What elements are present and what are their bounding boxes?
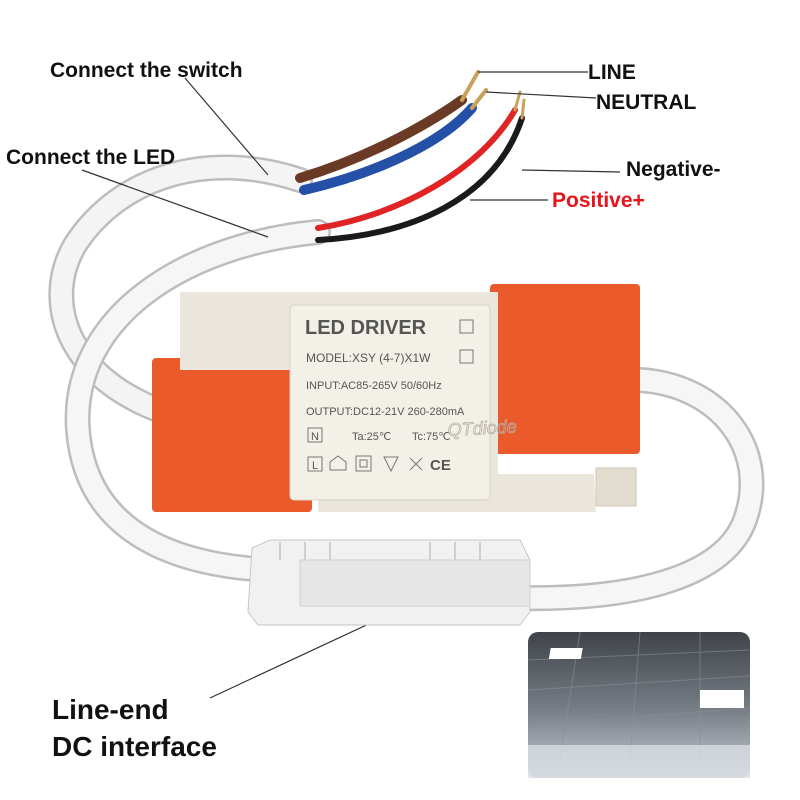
ta-text: Ta:25℃: [352, 431, 391, 443]
white-cables: [48, 154, 765, 612]
red-wire-tip: [513, 90, 522, 112]
symbol-n-box: [307, 427, 323, 443]
f-triangle-icon: [383, 456, 399, 473]
brown-wire: [295, 95, 467, 183]
blue-wire: [299, 103, 477, 195]
black-wire-tip: [520, 98, 526, 120]
blue-wire-tip: [470, 88, 488, 110]
house-icon: [329, 455, 347, 471]
neutral-label: NEUTRAL: [596, 91, 697, 114]
tc-text: Tc:75℃: [412, 431, 451, 443]
dc-connector: [247, 539, 531, 626]
label-panel: [289, 304, 491, 501]
bin-icon: [409, 457, 423, 471]
panel-light-3: [700, 690, 744, 708]
symbol-l-box: [307, 456, 323, 472]
black-wire: [315, 115, 525, 243]
positive-label: Positive+: [552, 189, 645, 212]
double-square-icon: [355, 455, 372, 472]
driver-title: LED DRIVER: [305, 317, 427, 339]
plus-icon: [459, 319, 474, 334]
line-end-label: Line-end: [52, 694, 169, 725]
symbol-n: N: [311, 431, 319, 443]
watermark: QTdiode: [447, 416, 517, 440]
minus-icon: [459, 349, 474, 364]
negative-label: Negative-: [626, 158, 721, 181]
ce-mark: CE: [430, 457, 451, 474]
model-text: MODEL:XSY (4-7)X1W: [306, 351, 431, 365]
ceiling-light-inset: [315, 631, 751, 778]
connect-led-label: Connect the LED: [6, 146, 176, 169]
housing-end-left: [152, 358, 312, 512]
red-wire: [315, 107, 518, 231]
panel-light-4: [315, 710, 372, 728]
mounting-tab-right: [595, 467, 637, 507]
input-text: INPUT:AC85-265V 50/60Hz: [306, 380, 442, 392]
connect-switch-label: Connect the switch: [50, 59, 243, 82]
output-text: OUTPUT:DC12-21V 260-280mA: [306, 406, 465, 418]
line-label: LINE: [588, 61, 636, 84]
exposed-wires: [295, 70, 526, 243]
housing-end-right: [490, 284, 640, 454]
driver-label-text: LED DRIVER MODEL:XSY (4-7)X1W INPUT:AC85…: [305, 317, 474, 474]
panel-light-1: [383, 663, 428, 677]
panel-light-2: [548, 648, 583, 659]
driver-housing: [152, 284, 640, 512]
dc-interface-label: DC interface: [52, 731, 217, 762]
brown-wire-tip: [460, 70, 480, 102]
symbol-l: L: [312, 460, 318, 472]
